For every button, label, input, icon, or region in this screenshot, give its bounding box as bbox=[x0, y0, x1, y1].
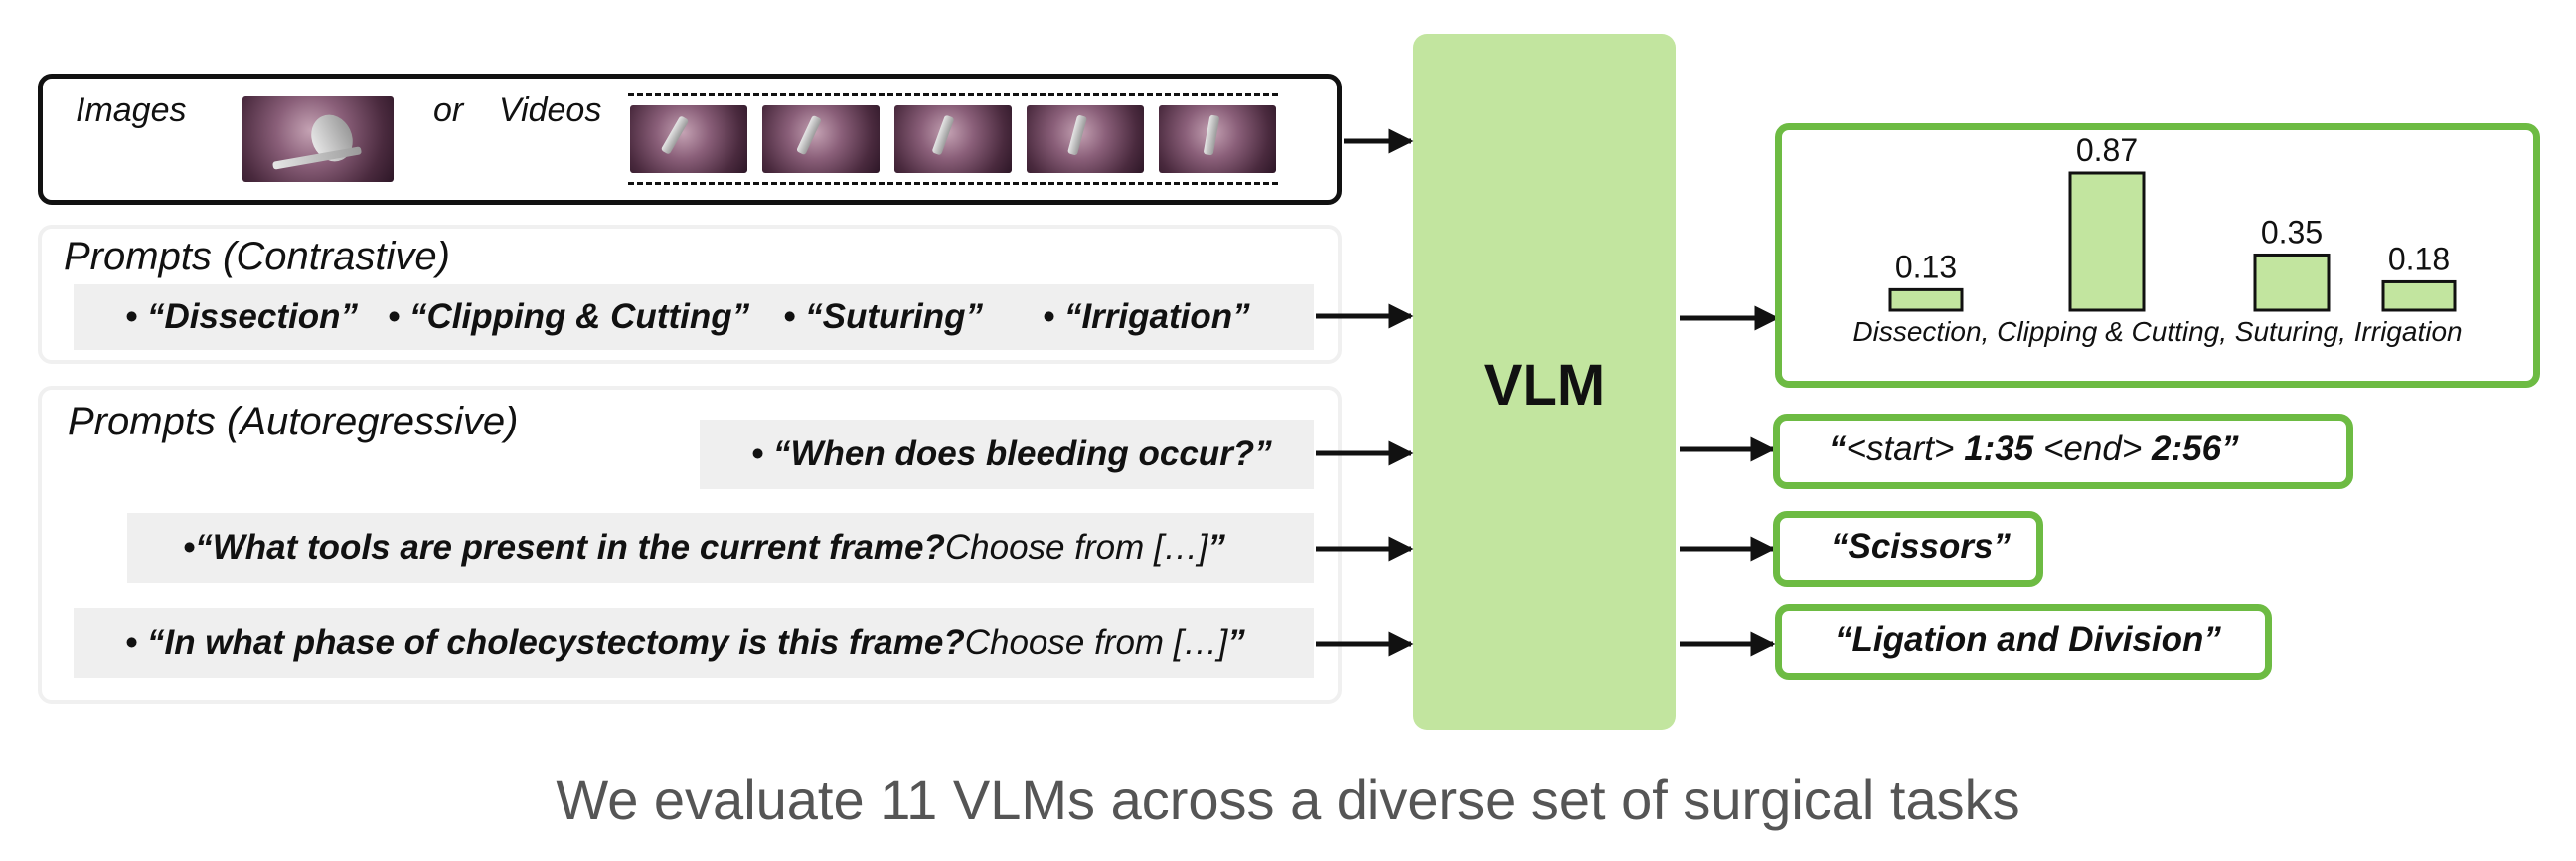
surgical-image-thumbnail bbox=[242, 96, 394, 182]
contrastive-prompts-panel bbox=[38, 225, 1342, 364]
figure-caption: We evaluate 11 VLMs across a diverse set… bbox=[556, 769, 2020, 831]
autoregressive-prompts-panel bbox=[38, 386, 1342, 704]
bar-irrigation bbox=[2381, 279, 2457, 312]
or-label: or bbox=[433, 91, 464, 129]
tools-output-text: “Scissors” bbox=[1831, 527, 2011, 566]
phase-output-box bbox=[1775, 604, 2272, 680]
temporal-output-box bbox=[1773, 414, 2353, 489]
contrastive-output-box bbox=[1775, 123, 2540, 388]
bar-suturing bbox=[2253, 253, 2331, 312]
bar-value-label: 0.35 bbox=[2261, 214, 2323, 250]
contrastive-title: Prompts (Contrastive) bbox=[64, 235, 450, 278]
prompt-tools-question: •“What tools are present in the current … bbox=[127, 513, 1314, 583]
video-frame-2 bbox=[762, 105, 880, 173]
bar-value-label: 0.13 bbox=[1895, 249, 1957, 284]
chart-caption: Dissection, Clipping & Cutting, Suturing… bbox=[1852, 316, 2463, 347]
vlm-block bbox=[1413, 34, 1676, 730]
videos-label: Videos bbox=[499, 91, 602, 129]
vlm-label: VLM bbox=[1483, 353, 1606, 418]
video-frame-4 bbox=[1027, 105, 1144, 173]
autoregressive-title: Prompts (Autoregressive) bbox=[68, 400, 519, 443]
prompt-dissection: • “Dissection” bbox=[125, 297, 358, 336]
contrastive-prompt-row: • “Dissection” • “Clipping & Cutting” • … bbox=[74, 284, 1314, 350]
prompt-irrigation: • “Irrigation” bbox=[1042, 297, 1250, 336]
video-frame-5 bbox=[1159, 105, 1276, 173]
bar-value-label: 0.87 bbox=[2076, 132, 2138, 168]
video-frame-3 bbox=[894, 105, 1012, 173]
tools-output-box bbox=[1773, 511, 2043, 587]
video-filmstrip bbox=[628, 93, 1278, 185]
prompt-bleeding-question: • “When does bleeding occur?” bbox=[700, 420, 1314, 489]
bar-value-label: 0.18 bbox=[2388, 241, 2450, 276]
temporal-output-text: “<start> 1:35 <end> 2:56” bbox=[1829, 430, 2239, 468]
prompt-clipping-cutting: • “Clipping & Cutting” bbox=[387, 297, 750, 336]
video-frame-1 bbox=[630, 105, 747, 173]
images-label: Images bbox=[76, 91, 187, 129]
phase-output-text: “Ligation and Division” bbox=[1835, 620, 2221, 659]
bar-dissection bbox=[1888, 287, 1964, 312]
input-media-box bbox=[38, 74, 1342, 205]
contrastive-score-chart: 0.13 0.87 0.35 0.18 bbox=[1888, 132, 2457, 312]
bar-clipping-cutting bbox=[2068, 171, 2146, 312]
prompt-suturing: • “Suturing” bbox=[783, 297, 983, 336]
prompt-phase-question: • “In what phase of cholecystectomy is t… bbox=[74, 608, 1314, 678]
